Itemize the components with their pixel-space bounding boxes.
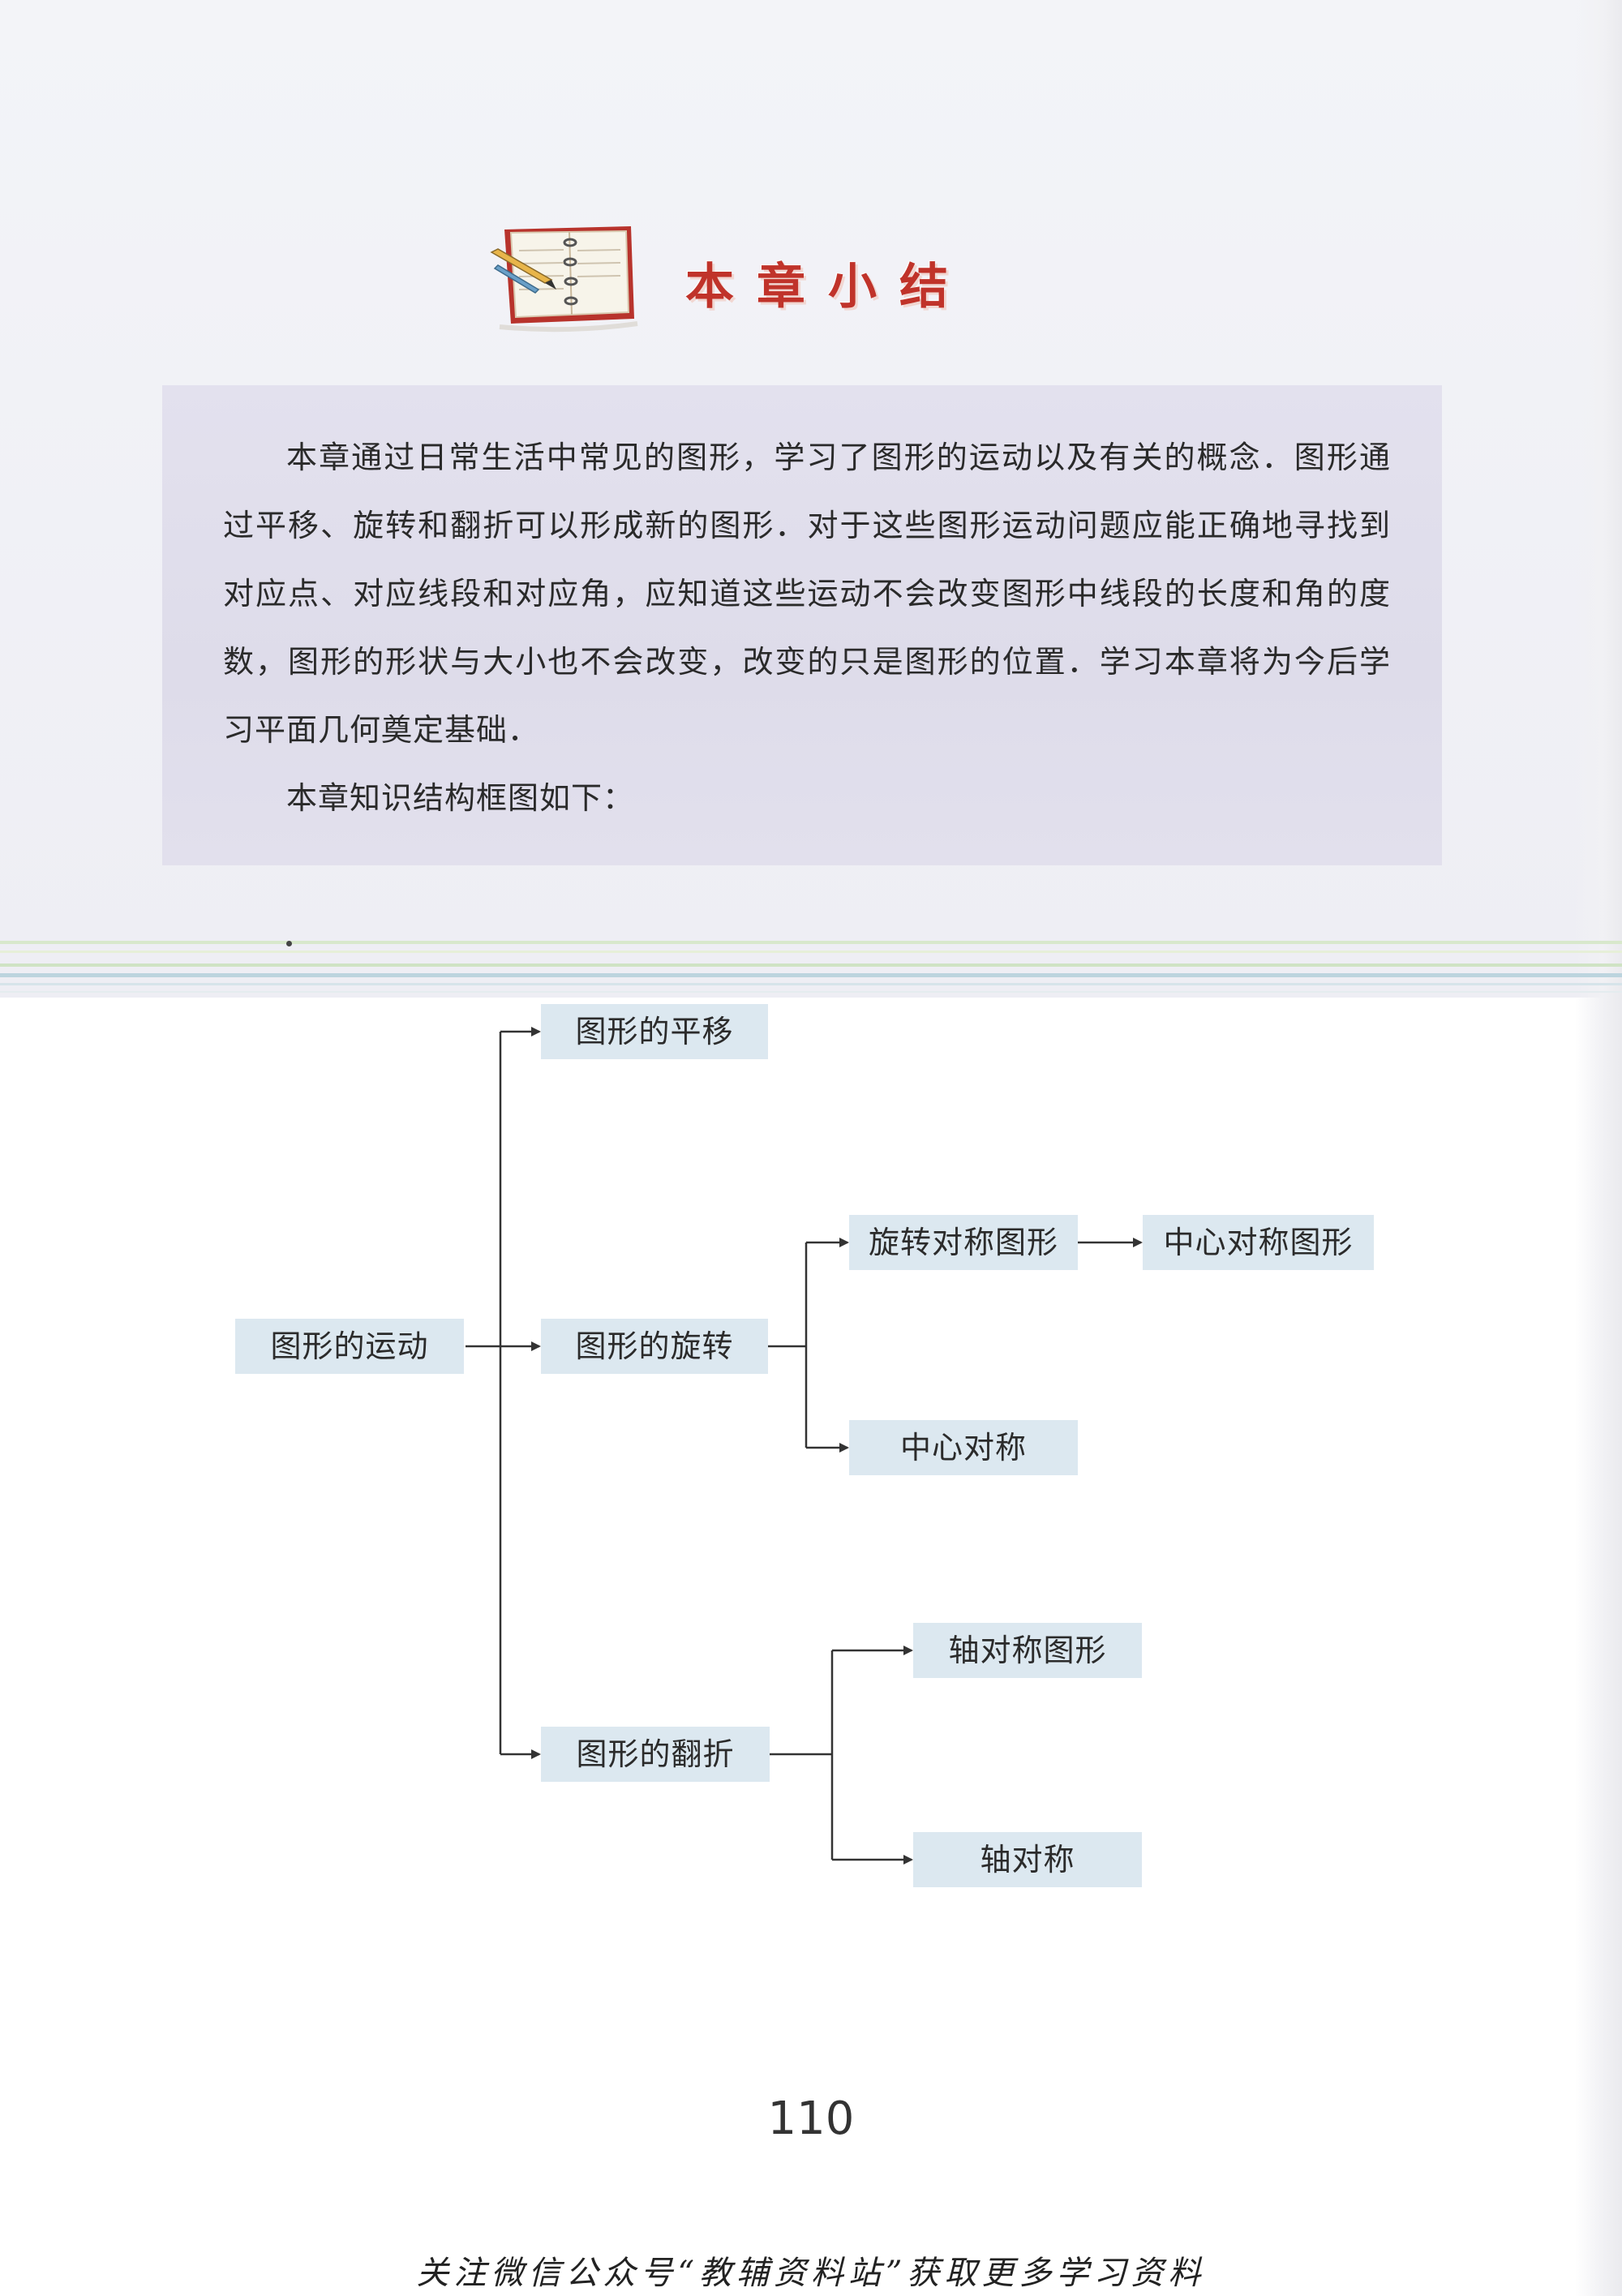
node-rotation: 图形的旋转 (541, 1319, 768, 1374)
separator-stripe (0, 983, 1622, 985)
separator-stripe (0, 951, 1622, 953)
node-axial-symmetry-figure: 轴对称图形 (913, 1623, 1142, 1678)
page-edge-shadow (1575, 0, 1622, 2296)
node-central-symmetry-figure: 中心对称图形 (1143, 1215, 1374, 1270)
separator-stripe (0, 973, 1622, 977)
footer-watermark-note: 关注微信公众号“教辅资料站”获取更多学习资料 (416, 2255, 1206, 2292)
node-reflection: 图形的翻折 (541, 1727, 770, 1782)
node-translation: 图形的平移 (541, 1004, 768, 1059)
node-central-symmetry: 中心对称 (849, 1420, 1078, 1475)
page-number: 110 (767, 2092, 855, 2145)
node-axial-symmetry: 轴对称 (913, 1832, 1142, 1887)
node-motion-of-figures: 图形的运动 (235, 1319, 464, 1374)
chapter-summary-title: 本章小结 (685, 259, 971, 315)
separator-stripe (0, 991, 1622, 993)
node-rotational-symmetry-figure: 旋转对称图形 (849, 1215, 1078, 1270)
summary-box (162, 385, 1442, 865)
separator-stripe (0, 941, 1622, 944)
summary-paragraph: 本章通过日常生活中常见的图形，学习了图形的运动以及有关的概念．图形通过平移、旋转… (223, 440, 1391, 748)
notebook-icon (490, 226, 638, 333)
separator-stripe (0, 963, 1622, 967)
stray-dot (286, 941, 292, 946)
structure-intro-paragraph: 本章知识结构框图如下： (286, 780, 635, 816)
